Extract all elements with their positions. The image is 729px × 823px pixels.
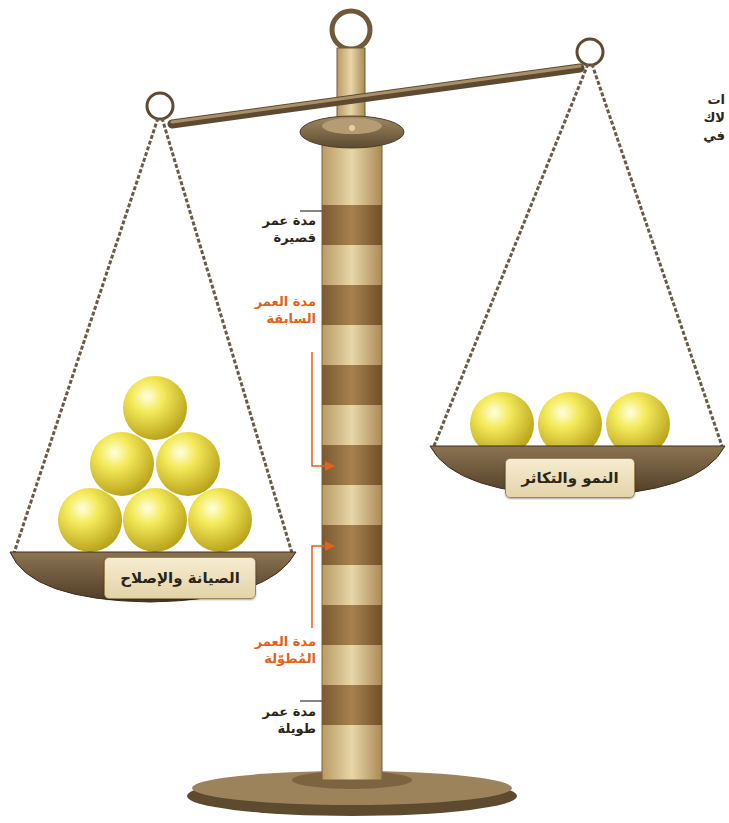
label-plaque: النمو والتكاثر <box>505 458 635 498</box>
lifespan-label: مدة عمر طويلة <box>236 704 316 738</box>
pole <box>322 140 382 780</box>
beam <box>172 68 580 124</box>
leader-line <box>300 210 322 211</box>
cut-text: لاك <box>703 110 725 127</box>
leader-line <box>300 700 322 701</box>
plaque-text: النمو والتكاثر <box>521 469 618 487</box>
bracket-arrow <box>312 352 334 466</box>
pivot-collar <box>300 116 404 148</box>
lifespan-label: مدة عمر قصيرة <box>236 213 316 247</box>
plaque-text: الصيانة والإصلاح <box>120 569 240 587</box>
right-hook <box>577 39 603 65</box>
lifespan-label: مدة العمر المُطوّلة <box>236 634 316 668</box>
pivot-top <box>322 118 382 134</box>
cut-text: ات <box>707 92 725 109</box>
label-plaque: الصيانة والإصلاح <box>104 557 256 599</box>
left-chain <box>14 118 158 553</box>
hanging-ring <box>332 11 370 49</box>
right-chain <box>434 64 588 446</box>
left-hook <box>147 93 173 119</box>
pole-bands <box>322 205 382 725</box>
lifespan-label: مدة العمر السابقة <box>236 294 316 328</box>
left-weights <box>58 376 252 552</box>
bracket-arrow <box>312 546 334 628</box>
right-chain <box>592 64 722 446</box>
left-pan <box>10 552 296 602</box>
cut-text: في <box>703 128 725 145</box>
beam-highlight <box>172 66 580 122</box>
pivot-pin <box>349 125 355 131</box>
